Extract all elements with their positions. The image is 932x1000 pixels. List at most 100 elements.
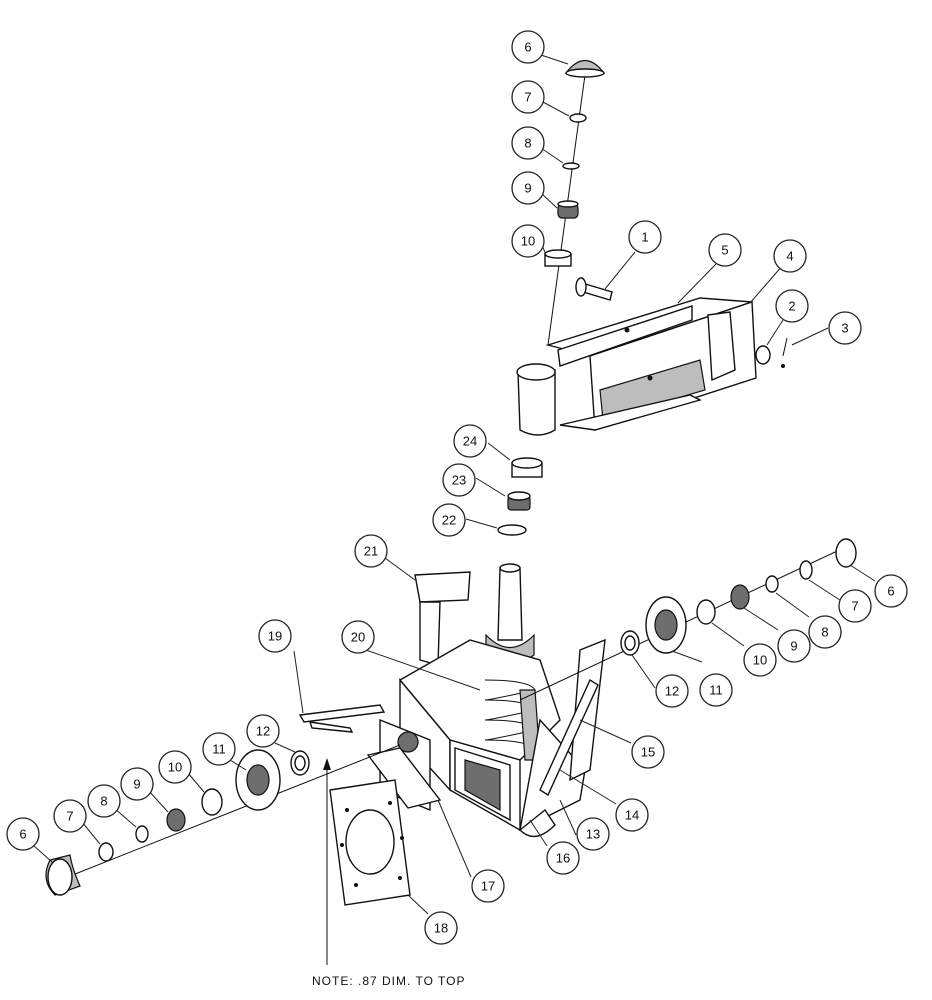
callout-15: 15 — [631, 735, 665, 769]
part-seal-lower — [497, 524, 527, 536]
part-bearing-lower — [507, 491, 531, 511]
callout-5: 5 — [708, 233, 742, 267]
callout-9-left: 9 — [120, 767, 154, 801]
svg-text:18: 18 — [434, 921, 448, 936]
svg-text:4: 4 — [786, 249, 793, 264]
callout-8-top: 8 — [511, 126, 545, 160]
callout-18: 18 — [424, 911, 458, 945]
part-bearing-top — [557, 200, 579, 219]
callout-13: 13 — [576, 817, 610, 851]
callout-9-right: 9 — [777, 629, 811, 663]
svg-text:12: 12 — [665, 684, 679, 699]
callout-11-left: 11 — [202, 732, 236, 766]
part-bearing-left — [166, 808, 186, 832]
callout-8-left: 8 — [87, 784, 121, 818]
svg-text:10: 10 — [521, 234, 535, 249]
part-rod — [298, 704, 386, 733]
dimension-note: NOTE: .87 DIM. TO TOP — [312, 974, 465, 988]
svg-text:12: 12 — [256, 724, 270, 739]
svg-text:15: 15 — [641, 745, 655, 760]
svg-text:9: 9 — [524, 181, 531, 196]
leader-lines — [33, 54, 876, 915]
part-washer-top — [562, 162, 580, 170]
part-washer-side — [755, 345, 771, 365]
svg-text:22: 22 — [442, 513, 456, 528]
callout-7-top: 7 — [511, 80, 545, 114]
svg-text:20: 20 — [351, 630, 365, 645]
svg-text:17: 17 — [481, 879, 495, 894]
part-seal-left-7 — [98, 842, 114, 862]
svg-text:6: 6 — [524, 40, 531, 55]
part-dome-cap-top — [564, 59, 606, 78]
svg-text:10: 10 — [168, 760, 182, 775]
svg-text:11: 11 — [709, 683, 723, 698]
svg-text:21: 21 — [364, 544, 378, 559]
svg-text:7: 7 — [851, 599, 858, 614]
callout-6-top: 6 — [511, 30, 545, 64]
part-seal-right-7 — [799, 560, 813, 580]
svg-text:6: 6 — [19, 827, 26, 842]
part-race-top — [544, 249, 572, 267]
svg-text:11: 11 — [212, 742, 226, 757]
callout-12-left: 12 — [246, 714, 280, 748]
svg-text:1: 1 — [641, 230, 648, 245]
part-axle-beam — [545, 297, 757, 431]
part-bearing-right — [730, 584, 750, 610]
part-arm — [539, 638, 606, 797]
svg-text:9: 9 — [790, 639, 797, 654]
svg-text:8: 8 — [821, 625, 828, 640]
callout-10-top: 10 — [511, 224, 545, 258]
callout-1: 1 — [628, 220, 662, 254]
svg-text:9: 9 — [133, 777, 140, 792]
callout-3: 3 — [828, 311, 862, 345]
part-race-lower — [511, 457, 543, 478]
svg-text:19: 19 — [268, 629, 282, 644]
callout-9-top: 9 — [511, 171, 545, 205]
note-arrow — [323, 758, 331, 965]
svg-text:16: 16 — [556, 851, 570, 866]
callout-6-right: 6 — [874, 574, 908, 608]
part-washer-right — [765, 575, 779, 593]
callout-7-right: 7 — [838, 589, 872, 623]
callout-7-left: 7 — [53, 799, 87, 833]
part-kingpin-tube — [516, 363, 556, 436]
svg-text:13: 13 — [586, 827, 600, 842]
callout-12-right: 12 — [655, 674, 689, 708]
part-seal-top — [569, 113, 587, 123]
callout-2: 2 — [775, 289, 809, 323]
left-axis-line — [59, 744, 401, 881]
svg-text:3: 3 — [841, 321, 848, 336]
callout-6-left: 6 — [6, 817, 40, 851]
part-gasket-plate — [329, 779, 411, 906]
callout-4: 4 — [773, 239, 807, 273]
svg-text:8: 8 — [100, 794, 107, 809]
callout-21: 21 — [354, 534, 388, 568]
svg-text:24: 24 — [463, 434, 477, 449]
svg-text:8: 8 — [524, 136, 531, 151]
callout-23: 23 — [442, 463, 476, 497]
svg-text:6: 6 — [887, 584, 894, 599]
callout-14: 14 — [615, 798, 649, 832]
svg-text:2: 2 — [788, 299, 795, 314]
callout-16: 16 — [546, 841, 580, 875]
callout-11-right: 11 — [699, 673, 733, 707]
callout-20: 20 — [341, 620, 375, 654]
svg-text:7: 7 — [66, 809, 73, 824]
svg-text:5: 5 — [721, 243, 728, 258]
callout-10-left: 10 — [158, 750, 192, 784]
part-hub-right — [645, 596, 687, 654]
part-race-right — [696, 599, 716, 625]
svg-text:14: 14 — [625, 808, 639, 823]
part-dome-cap-right — [835, 538, 857, 568]
callout-19: 19 — [258, 619, 292, 653]
part-bolt — [575, 277, 613, 301]
callout-10-right: 10 — [743, 643, 777, 677]
part-bracket — [414, 571, 471, 666]
part-grease-fitting — [781, 337, 788, 368]
part-race-left — [201, 788, 223, 816]
svg-text:23: 23 — [452, 473, 466, 488]
callout-22: 22 — [432, 503, 466, 537]
part-washer-left — [135, 825, 149, 843]
callout-17: 17 — [471, 869, 505, 903]
